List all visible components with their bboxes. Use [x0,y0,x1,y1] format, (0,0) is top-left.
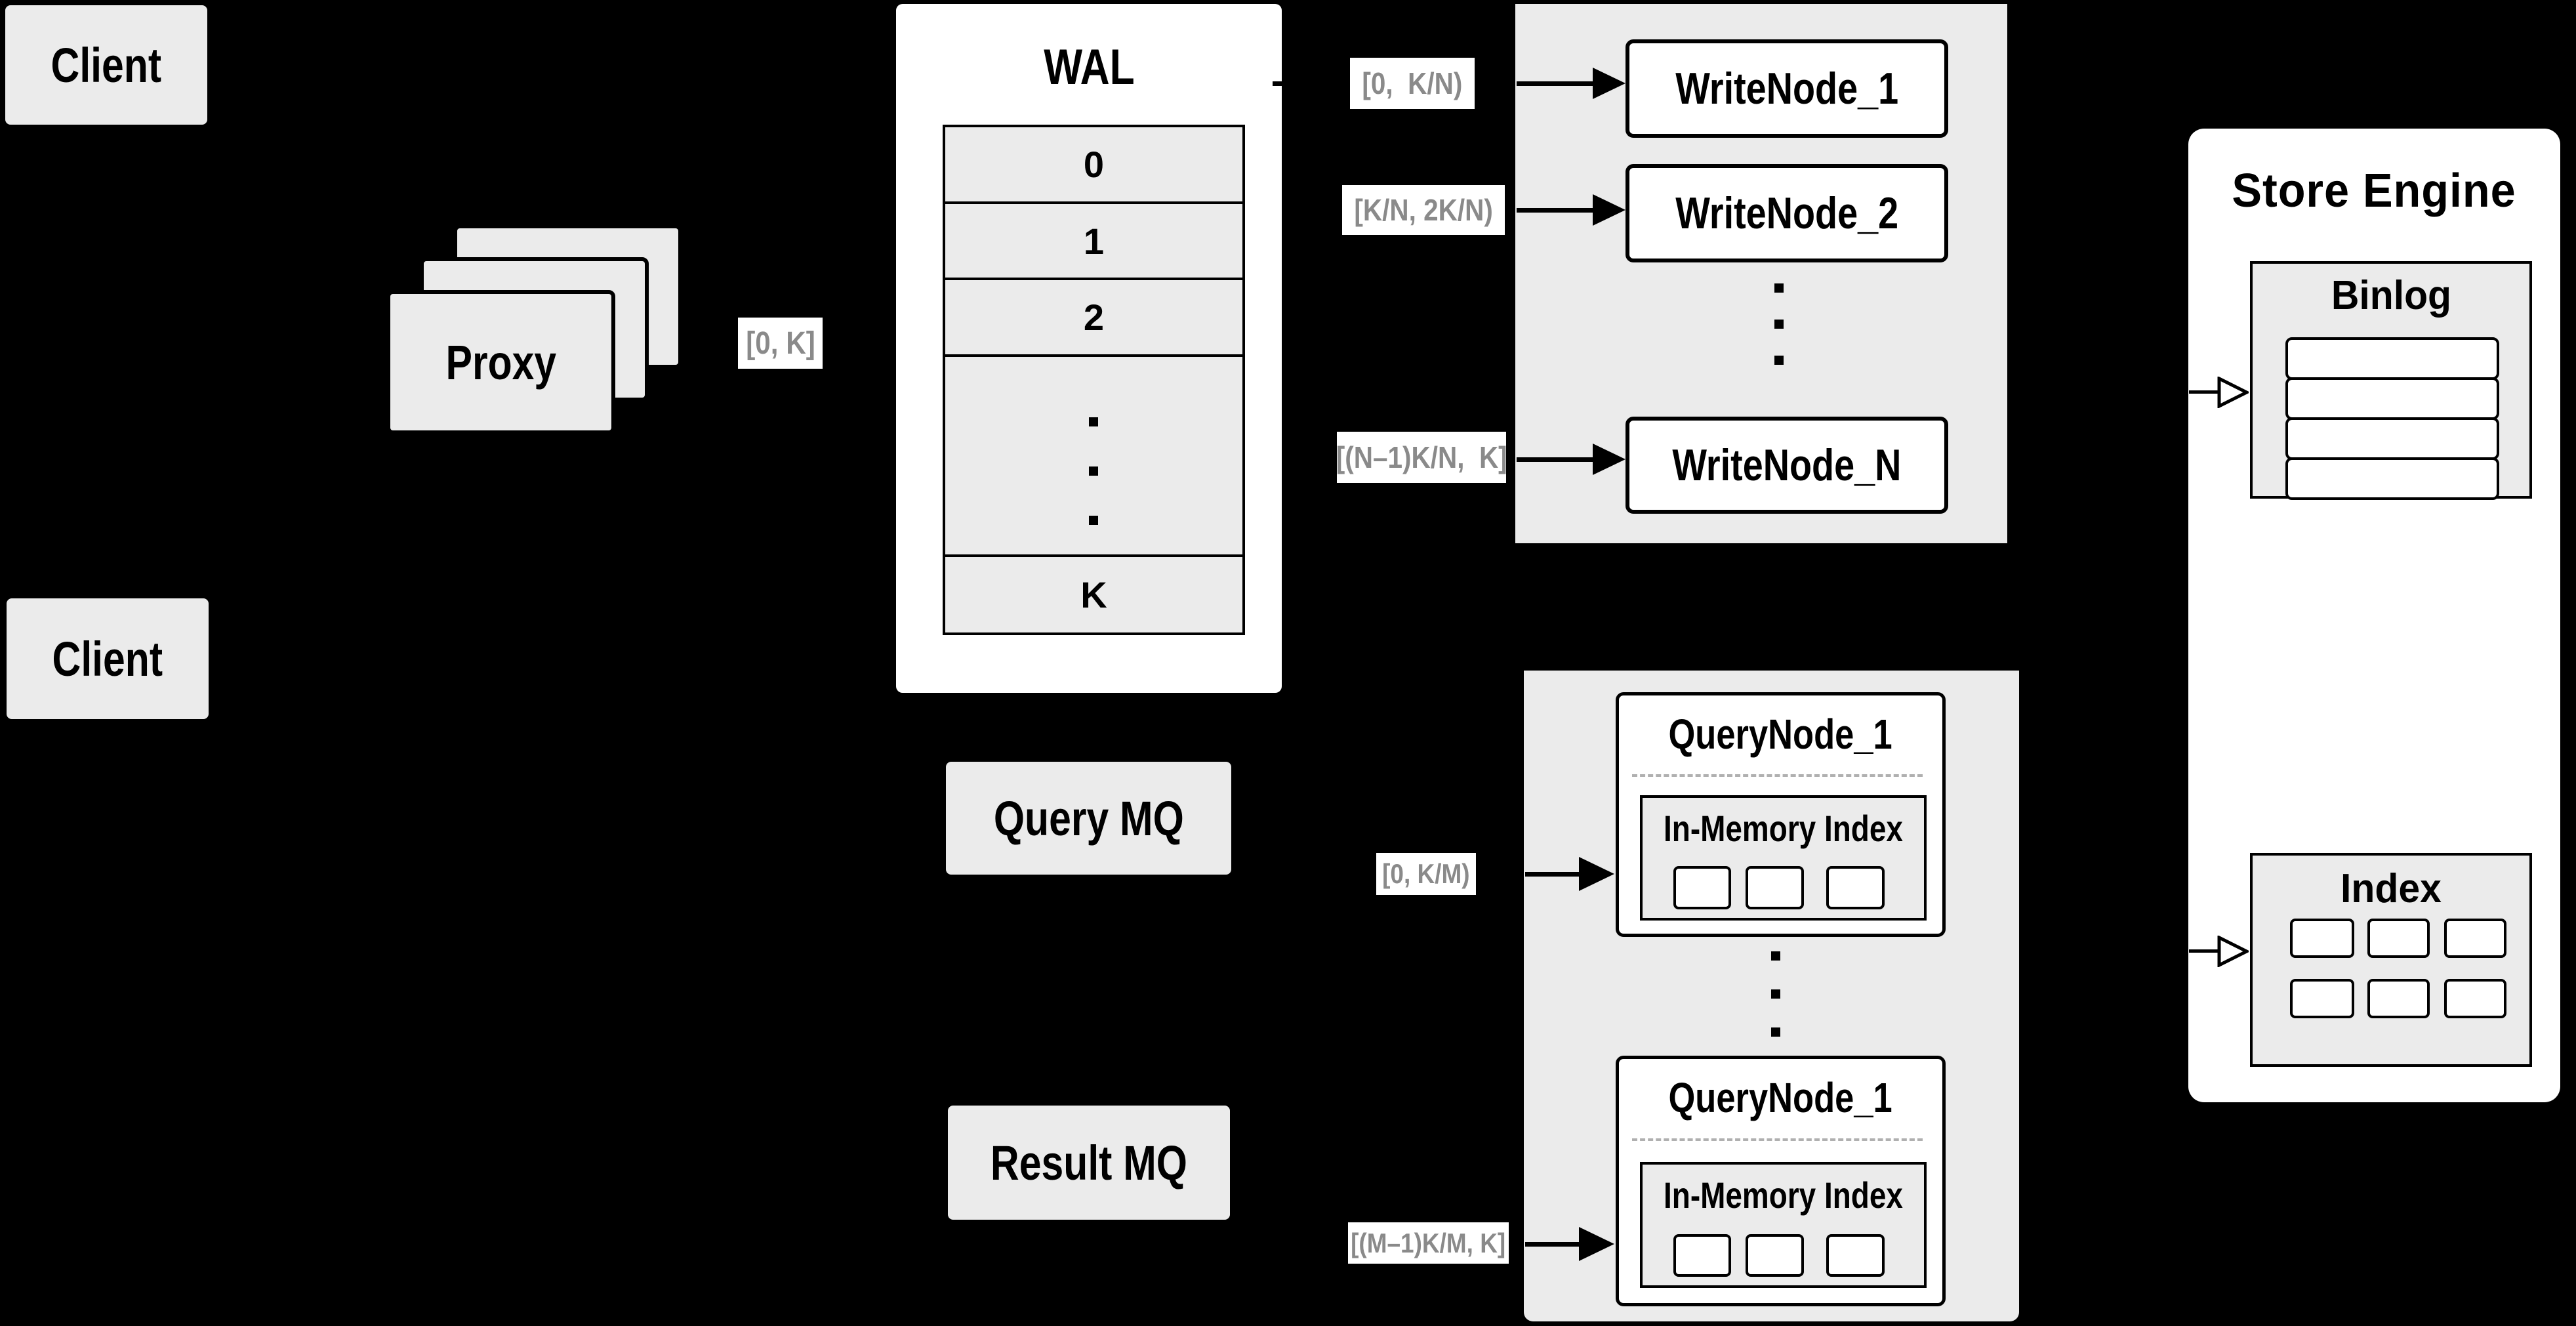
wal-title-wrap: WAL [896,38,1282,96]
arrow-to-writenode-n [1517,457,1594,462]
arrow-to-index [2189,949,2222,953]
querynode-group-panel: QueryNode_1 In-Memory Index QueryNode_1 [1524,671,2019,1321]
segment-cell [1746,866,1804,909]
binlog-row [2285,377,2499,420]
writenode-2-box: WriteNode_2 [1625,164,1948,262]
range-label-writenode-2: [K/N, 2K/N) [1342,185,1505,235]
segment-cell [1826,1234,1885,1277]
ellipsis-dot [1089,516,1098,525]
client-bottom-node: Client [7,598,209,719]
querynode-top-box: QueryNode_1 In-Memory Index [1616,692,1946,937]
arrowhead-writenode-1 [1593,68,1625,99]
ellipsis-dot [1774,356,1784,365]
wal-segment-row: K [945,557,1242,632]
wal-panel: WAL 0 1 2 K [896,4,1282,693]
range-label-querynode-bottom: [(M–1)K/M, K] [1348,1222,1509,1264]
arrowhead-binlog-hollow [2217,377,2249,408]
inmemory-index-top-box: In-Memory Index [1640,795,1927,921]
binlog-title: Binlog [2331,272,2451,318]
arrow-to-binlog [2189,390,2222,394]
client-top-node: Client [5,5,207,125]
arrowhead-querynode-bottom [1579,1227,1614,1261]
index-box: Index [2250,853,2532,1067]
ellipsis-dot [1089,466,1098,476]
binlog-row [2285,457,2499,500]
index-title-wrap: Index [2253,856,2529,921]
wal-segment-row: 2 [945,280,1242,357]
writenode-1-box: WriteNode_1 [1625,39,1948,138]
range-label-proxy-wal: [0, K] [738,318,823,369]
ellipsis-dot [1771,989,1780,999]
wal-segment-row: 0 [945,127,1242,204]
index-cell [2444,979,2506,1018]
ellipsis-dot [1774,283,1784,293]
ellipsis-dot [1089,417,1098,426]
range-label-querynode-top: [0, K/M) [1376,853,1476,895]
writenode-n-box: WriteNode_N [1625,417,1948,514]
querynode-bottom-box: QueryNode_1 In-Memory Index [1616,1056,1946,1306]
wal-title: WAL [1043,39,1135,95]
arrow-to-writenode-2 [1517,208,1594,213]
query-mq-label: Query MQ [993,791,1184,846]
arrow-to-writenode-1 [1517,81,1594,86]
arrowhead-writenode-2 [1593,194,1625,226]
wal-ellipsis-row [945,357,1242,557]
wal-out-arrow-stub [1273,81,1282,86]
proxy-card-front: Proxy [386,290,615,434]
inmemory-index-top-title: In-Memory Index [1664,807,1903,849]
index-cell [2290,919,2354,958]
querynode-bottom-separator [1632,1138,1923,1141]
arrowhead-querynode-top [1579,857,1614,891]
range-label-writenode-n: [(N–1)K/N, K] [1336,432,1507,483]
segment-cell [1673,1234,1731,1277]
querynode-top-title-wrap: QueryNode_1 [1668,711,1893,758]
wal-segment-table: 0 1 2 K [943,125,1245,635]
segment-cell [1673,866,1731,909]
segment-cell [1826,866,1885,909]
index-cell [2367,919,2430,958]
result-mq-label: Result MQ [990,1135,1188,1190]
ellipsis-dot [1771,951,1780,961]
ellipsis-dot [1774,320,1784,329]
arrowhead-writenode-n [1593,444,1625,475]
querynode-top-separator [1632,774,1923,777]
query-mq-node: Query MQ [946,762,1231,875]
store-engine-title-wrap: Store Engine [2188,161,2560,220]
segment-cell [1746,1234,1804,1277]
ellipsis-dot [1771,1027,1780,1037]
arrow-to-querynode-top [1525,872,1582,877]
binlog-box: Binlog [2250,261,2532,500]
index-cell [2290,979,2354,1018]
index-cell [2367,979,2430,1018]
wal-segment-row: 1 [945,204,1242,280]
result-mq-node: Result MQ [948,1106,1230,1220]
store-engine-title: Store Engine [2232,165,2517,217]
range-label-writenode-1: [0, K/N) [1350,58,1475,109]
binlog-title-wrap: Binlog [2253,264,2529,327]
querynode-bottom-title-wrap: QueryNode_1 [1668,1074,1893,1121]
binlog-row [2285,337,2499,380]
client-top-label: Client [51,37,162,93]
index-title: Index [2341,865,2442,911]
arrowhead-index-hollow [2217,936,2249,967]
client-bottom-label: Client [52,631,163,686]
proxy-label: Proxy [445,335,556,390]
binlog-row [2285,417,2499,460]
index-cell [2444,919,2506,958]
inmemory-index-bottom-box: In-Memory Index [1640,1162,1927,1288]
arrow-to-querynode-bottom [1525,1242,1582,1247]
inmemory-index-bottom-title: In-Memory Index [1664,1174,1903,1216]
store-engine-panel: Store Engine Binlog Index [2188,129,2560,1102]
binlog-rows [2285,337,2499,500]
